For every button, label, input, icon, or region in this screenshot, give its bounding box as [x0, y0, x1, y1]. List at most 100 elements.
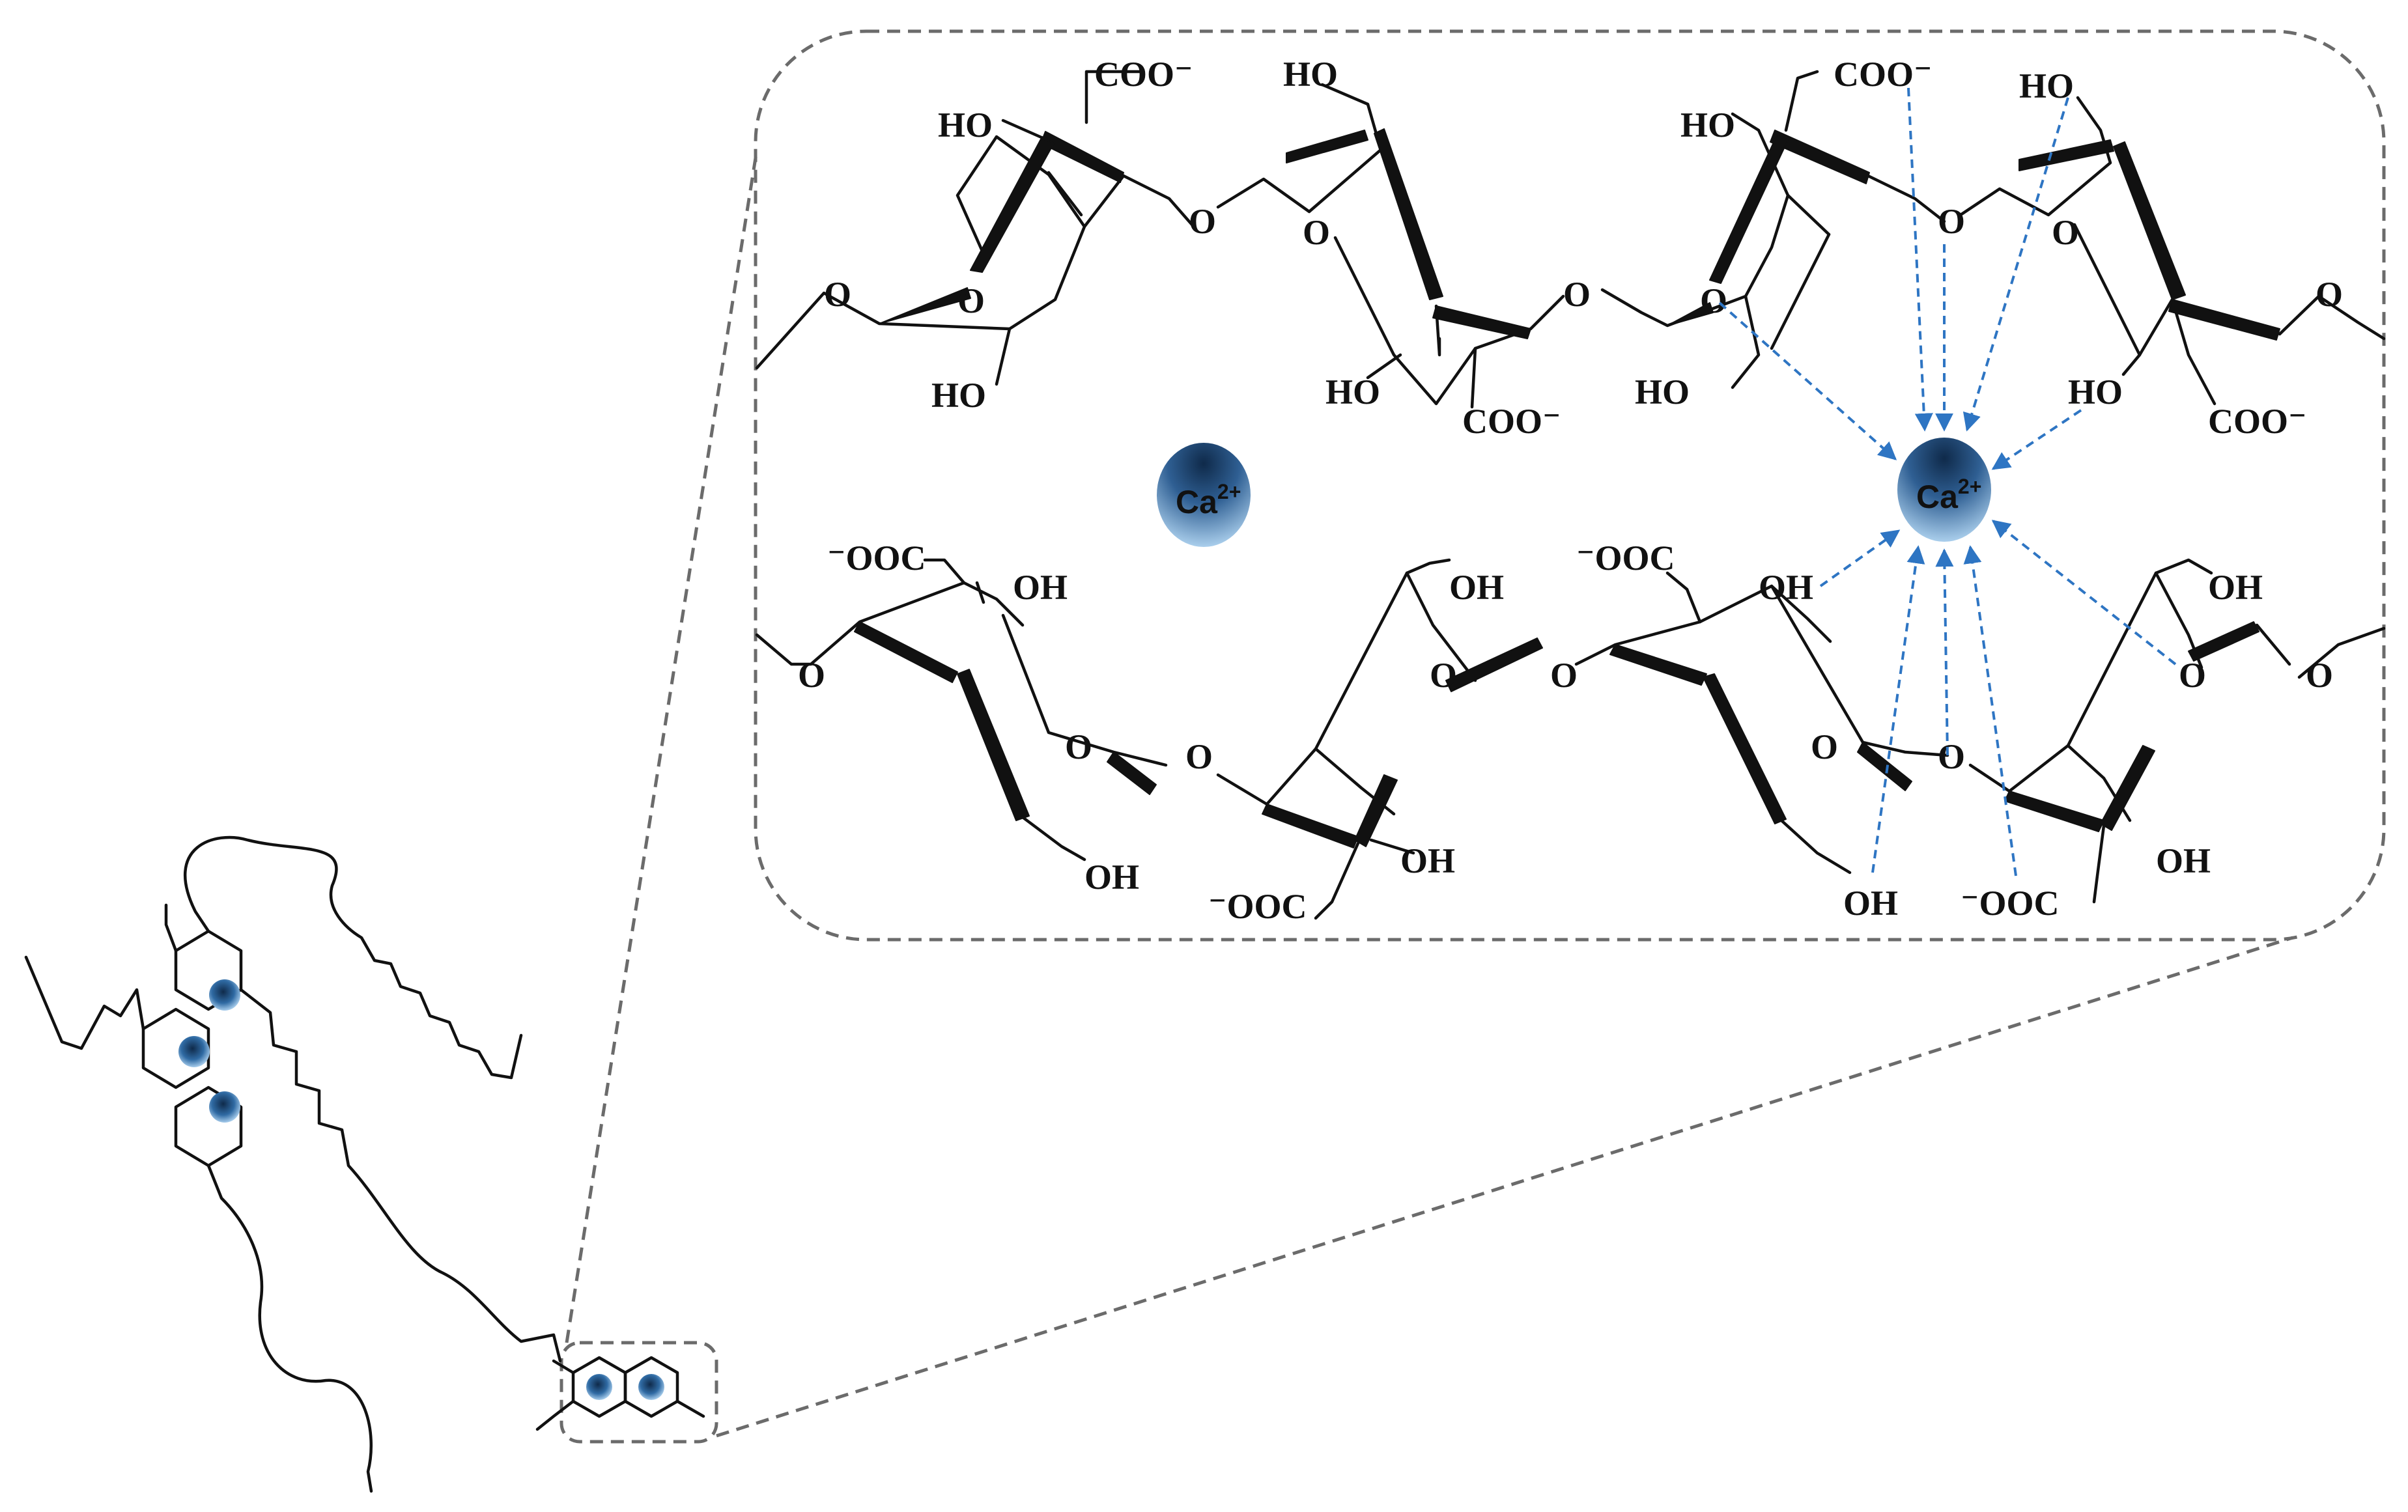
label-o: O [2179, 656, 2206, 695]
coordination-arrow [1907, 87, 1933, 432]
polycyclic-molecule [24, 835, 705, 1493]
bottom-alginate-chain [755, 558, 2386, 920]
top-alginate-chain [755, 70, 2386, 409]
zoom-guide-line-top [565, 149, 759, 1343]
label-o: O [957, 281, 985, 320]
top-residue-4 [1959, 96, 2386, 406]
label-ho: HO [1680, 105, 1735, 145]
coordination-arrow [1935, 548, 1954, 756]
wedge-bond [2188, 621, 2259, 662]
wedge-bond [1709, 135, 1789, 284]
wedge-bond [1374, 128, 1443, 300]
wedge-bond [1667, 302, 1714, 326]
coordination-arrow [1991, 520, 2177, 665]
wedge-bond [2004, 791, 2104, 832]
wedge-bond [957, 669, 1030, 821]
alkyl-chain [239, 988, 562, 1363]
calcium-sphere [1157, 443, 1251, 547]
label-oh: OH [2156, 841, 2211, 880]
label-ho: HO [2068, 372, 2123, 412]
wedge-bond [1432, 305, 1531, 339]
label-coo-minus: COO⁻ [1094, 55, 1193, 94]
bottom-residue-1 [755, 558, 1168, 861]
zoom-source-box [560, 1341, 718, 1444]
label-oh: OH [1084, 858, 1139, 897]
label-o: O [1938, 737, 1965, 776]
label-o: O [1430, 656, 1457, 695]
label-o: O [2306, 656, 2333, 695]
label-o: O [798, 656, 825, 695]
label-oh: OH [1843, 884, 1898, 923]
chemical-labels: COO⁻ HO HO O O O O O HO HO COO⁻ COO⁻ HO … [798, 55, 2343, 926]
bottom-residue-2 [1216, 558, 1543, 920]
label-o: O [1189, 202, 1216, 241]
label-ho: HO [1325, 372, 1380, 412]
zoom-frame [560, 29, 2386, 1444]
label-ho: HO [1635, 372, 1690, 412]
wedge-bond [970, 136, 1055, 273]
label-o: O [1938, 202, 1965, 241]
top-residue-1 [755, 70, 1194, 386]
coordination-arrows [1718, 87, 2177, 876]
label-ho: HO [1283, 55, 1338, 94]
calcium-ion-right: Ca2+ [1897, 438, 1991, 542]
wedge-bond [1262, 804, 1359, 848]
aromatic-ring-dot [178, 1036, 210, 1067]
wedge-bond [1107, 751, 1157, 795]
calcium-label: Ca2+ [1176, 480, 1241, 520]
wedge-bond [2168, 299, 2280, 341]
label-o: O [2316, 275, 2343, 314]
top-residue-3 [1600, 70, 1946, 389]
aromatic-ring-dot [209, 979, 240, 1011]
label-o: O [1700, 281, 1727, 320]
bottom-residue-4 [1968, 558, 2386, 904]
wedge-bond [1857, 742, 1912, 791]
label-coo-minus: COO⁻ [1462, 402, 1561, 441]
wedge-bond [879, 287, 971, 324]
label-coo-minus: COO⁻ [2208, 402, 2307, 441]
wedge-bond [2018, 139, 2114, 171]
label-o: O [824, 275, 851, 314]
label-ho: HO [931, 376, 986, 415]
aromatic-ring-dot [638, 1374, 664, 1400]
aromatic-ring-dot [209, 1091, 240, 1123]
label-o: O [1563, 275, 1591, 314]
aromatic-ring [623, 1356, 679, 1418]
label-o: O [1303, 213, 1330, 252]
label-o: O [1811, 727, 1838, 766]
label-oh: OH [1759, 568, 1813, 607]
label-o: O [1550, 656, 1578, 695]
coordination-arrow [1819, 529, 1901, 587]
coordination-arrow [1963, 545, 2017, 876]
coordination-arrow [1718, 301, 1897, 460]
bottom-residue-3 [1574, 571, 1949, 875]
aromatic-ring-dot [586, 1374, 612, 1400]
label-oh: OH [1400, 841, 1455, 880]
zoom-guide-line-bottom [716, 936, 2293, 1438]
label-o: O [1185, 737, 1213, 776]
label-minus-ooc: ⁻OOC [827, 539, 926, 578]
alkyl-chain [206, 1164, 373, 1493]
alkyl-chain [552, 1359, 575, 1375]
top-residue-2 [1216, 83, 1565, 409]
alkyl-chain [535, 1399, 575, 1431]
label-minus-ooc: ⁻OOC [1576, 539, 1675, 578]
label-oh: OH [1013, 568, 1068, 607]
wedge-bond [1703, 673, 1787, 824]
coordination-arrow [1962, 97, 2069, 432]
calcium-sphere [1897, 438, 1991, 542]
label-oh: OH [1449, 568, 1504, 607]
wedge-bond [1445, 637, 1543, 692]
label-o: O [2052, 213, 2079, 252]
coordination-arrow [1991, 409, 2082, 470]
label-minus-ooc: ⁻OOC [1208, 887, 1307, 926]
alkyl-chain [164, 903, 178, 953]
wedge-bond [1354, 774, 1398, 847]
label-o: O [1065, 727, 1092, 766]
wedge-bond [1770, 130, 1870, 184]
wedge-bond [1040, 131, 1124, 183]
wedge-bond [1609, 644, 1707, 686]
wedge-bond [1286, 130, 1368, 163]
label-oh: OH [2208, 568, 2263, 607]
